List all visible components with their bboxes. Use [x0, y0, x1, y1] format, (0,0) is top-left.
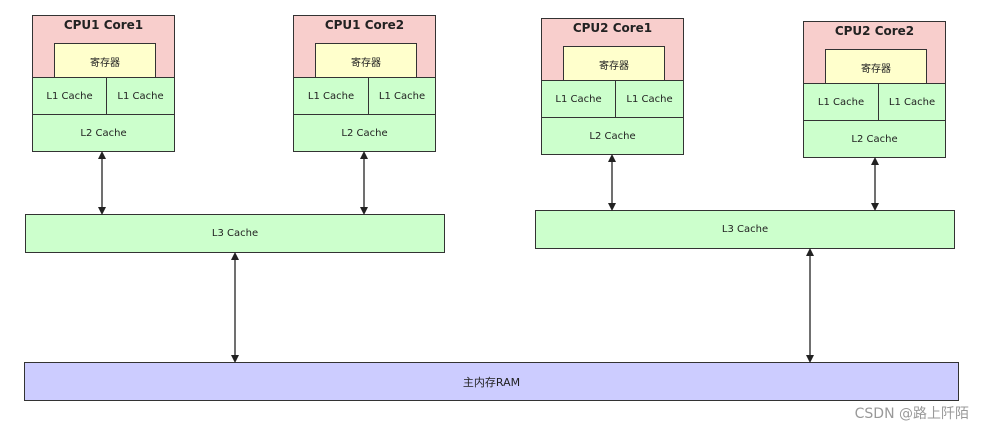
cpu2-core1-register: 寄存器: [563, 46, 665, 83]
cpu2-core1-l1-cache-a: L1 Cache: [541, 80, 616, 118]
cpu2-l3-cache: L3 Cache: [535, 210, 955, 249]
cpu1-core1-l1-cache-a: L1 Cache: [32, 77, 107, 115]
cpu1-core1-l1-cache-b: L1 Cache: [106, 77, 175, 115]
main-memory-ram: 主内存RAM: [24, 362, 959, 401]
csdn-watermark: CSDN @路上阡陌: [854, 406, 969, 422]
cpu1-core1-l2-cache: L2 Cache: [32, 114, 175, 152]
cpu1-core2-l1-cache-b: L1 Cache: [368, 77, 436, 115]
cpu1-core2-title: CPU1 Core2: [324, 18, 405, 32]
cpu1-l3-cache: L3 Cache: [25, 214, 445, 253]
cpu1-core2-register: 寄存器: [315, 43, 417, 80]
cpu2-core2-title: CPU2 Core2: [834, 24, 915, 38]
cpu2-core1-title: CPU2 Core1: [572, 21, 653, 35]
cpu2-core1-l1-cache-b: L1 Cache: [615, 80, 684, 118]
cpu2-core2-l2-cache: L2 Cache: [803, 120, 946, 158]
cpu2-core2-l1-cache-b: L1 Cache: [878, 83, 946, 121]
cpu1-core1-title: CPU1 Core1: [63, 18, 144, 32]
cpu2-core1-l2-cache: L2 Cache: [541, 117, 684, 155]
cpu2-core2-l1-cache-a: L1 Cache: [803, 83, 879, 121]
cpu1-core2-l2-cache: L2 Cache: [293, 114, 436, 152]
